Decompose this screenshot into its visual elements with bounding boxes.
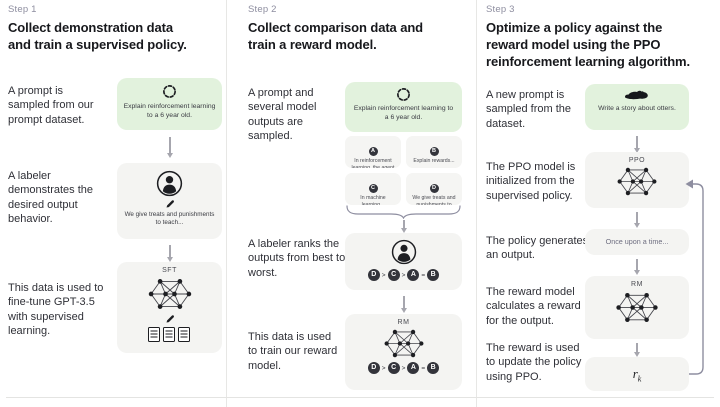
pencil-icon <box>117 314 222 324</box>
rank-item: B <box>427 362 440 374</box>
rank-item: B <box>427 269 440 281</box>
ranking: D > C > A = B <box>345 362 462 374</box>
step3-ppo-model-box: PPO <box>585 152 689 208</box>
person-icon <box>117 170 222 197</box>
refresh-cycle-icon <box>345 87 462 102</box>
otter-icon <box>585 89 689 102</box>
rank-separator: > <box>381 271 386 279</box>
down-arrow <box>636 343 638 352</box>
down-arrow <box>169 245 171 257</box>
output-letter-badge: D <box>429 184 439 193</box>
step1-caption-labeler: A labeler demonstrates the desired outpu… <box>8 170 93 225</box>
documents-icon <box>117 327 222 342</box>
output-text: In machine learning... <box>360 195 386 205</box>
rm-label: RM <box>631 281 643 288</box>
rank-separator: = <box>421 364 426 372</box>
refresh-cycle-icon <box>117 84 222 99</box>
step3-rm-model-box: RM <box>585 276 689 339</box>
step1-sft-model-box: SFT <box>117 262 222 353</box>
reward-value: rk <box>585 357 689 397</box>
step2-caption-ranks: A labeler ranks the outputs from best to… <box>248 238 346 279</box>
step3-caption-output: The policy generates an output. <box>486 235 589 262</box>
pencil-icon <box>117 199 222 209</box>
output-text: In reinforcement learning, the agent is.… <box>351 158 395 168</box>
rank-item: A <box>407 269 420 281</box>
step2-caption-train: This data is used to train our reward mo… <box>248 331 338 372</box>
rank-item: D <box>367 269 380 281</box>
down-arrow <box>169 137 171 153</box>
output-d-box: D We give treats and punishments to teac… <box>406 173 462 205</box>
step2-prompt-text: Explain reinforcement learning to a 6 ye… <box>353 105 454 122</box>
rm-label: RM <box>397 319 410 326</box>
step2-heading: Collect comparison data and train a rewa… <box>248 20 424 53</box>
output-letter-badge: C <box>368 184 378 193</box>
sft-label: SFT <box>162 267 177 274</box>
step2-label: Step 2 <box>248 4 277 15</box>
gather-brace <box>345 205 462 220</box>
model-outputs-grid: A In reinforcement learning, the agent i… <box>345 136 462 205</box>
rank-item: A <box>407 362 420 374</box>
step2-rm-model-box: RM D > C > A = B <box>345 314 462 390</box>
step3-heading: Optimize a policy against the reward mod… <box>486 20 691 70</box>
ppo-label: PPO <box>628 157 646 164</box>
column-divider <box>226 0 227 407</box>
step1-prompt-text: Explain reinforcement learning to a 6 ye… <box>123 103 216 120</box>
down-arrow <box>403 220 405 228</box>
output-letter-badge: A <box>368 147 378 156</box>
neural-network-icon <box>117 276 222 312</box>
rank-item: C <box>387 269 400 281</box>
output-text: We give treats and punishments to teach.… <box>412 195 456 205</box>
feedback-loop-arrow <box>685 179 704 375</box>
step2-prompt-box: Explain reinforcement learning to a 6 ye… <box>345 82 462 132</box>
output-text: Explain rewards... <box>413 158 455 164</box>
step1-prompt-box: Explain reinforcement learning to a 6 ye… <box>117 78 222 130</box>
step1-heading: Collect demonstration data and train a s… <box>8 20 187 53</box>
column-divider <box>476 0 477 407</box>
rank-item: D <box>367 362 380 374</box>
output-c-box: C In machine learning... <box>345 173 401 205</box>
person-icon <box>345 239 462 265</box>
rank-separator: > <box>401 271 406 279</box>
step3-prompt-box: Write a story about otters. <box>585 84 689 130</box>
rank-separator: = <box>421 271 426 279</box>
bottom-divider <box>6 397 714 398</box>
step2-labeler-box: D > C > A = B <box>345 233 462 290</box>
step3-caption-reward: The reward model calculates a reward for… <box>486 286 581 327</box>
output-b-box: B Explain rewards... <box>406 136 462 168</box>
rank-item: C <box>387 362 400 374</box>
step1-label: Step 1 <box>8 4 37 15</box>
step1-caption-finetune: This data is used to fine-tune GPT-3.5 w… <box>8 282 104 337</box>
ranking: D > C > A = B <box>345 269 462 281</box>
step3-caption-prompt: A new prompt is sampled from the dataset… <box>486 89 571 130</box>
neural-network-icon <box>585 165 689 198</box>
down-arrow <box>636 212 638 223</box>
step3-prompt-text: Write a story about otters. <box>598 105 676 112</box>
down-arrow <box>403 296 405 308</box>
generated-output-text: Once upon a time... <box>605 237 669 246</box>
step3-caption-update: The reward is used to update the policy … <box>486 342 582 383</box>
step3-output-box: Once upon a time... <box>585 229 689 255</box>
output-letter-badge: B <box>429 147 439 156</box>
step1-caption-prompt: A prompt is sampled from our prompt data… <box>8 85 94 126</box>
neural-network-icon <box>345 327 462 360</box>
step1-labeler-box: We give treats and punishments to teach.… <box>117 163 222 239</box>
output-a-box: A In reinforcement learning, the agent i… <box>345 136 401 168</box>
down-arrow <box>636 259 638 270</box>
down-arrow <box>636 136 638 148</box>
neural-network-icon <box>585 290 689 325</box>
step3-label: Step 3 <box>486 4 515 15</box>
step3-reward-box: rk <box>585 357 689 391</box>
step1-demonstration-text: We give treats and punishments to teach.… <box>124 211 215 227</box>
step2-caption-prompt: A prompt and several model outputs are s… <box>248 87 317 142</box>
reward-symbol: r <box>632 366 638 381</box>
rank-separator: > <box>401 364 406 372</box>
step3-caption-ppo-init: The PPO model is initialized from the su… <box>486 161 576 202</box>
rank-separator: > <box>381 364 386 372</box>
reward-subscript: k <box>637 374 642 384</box>
